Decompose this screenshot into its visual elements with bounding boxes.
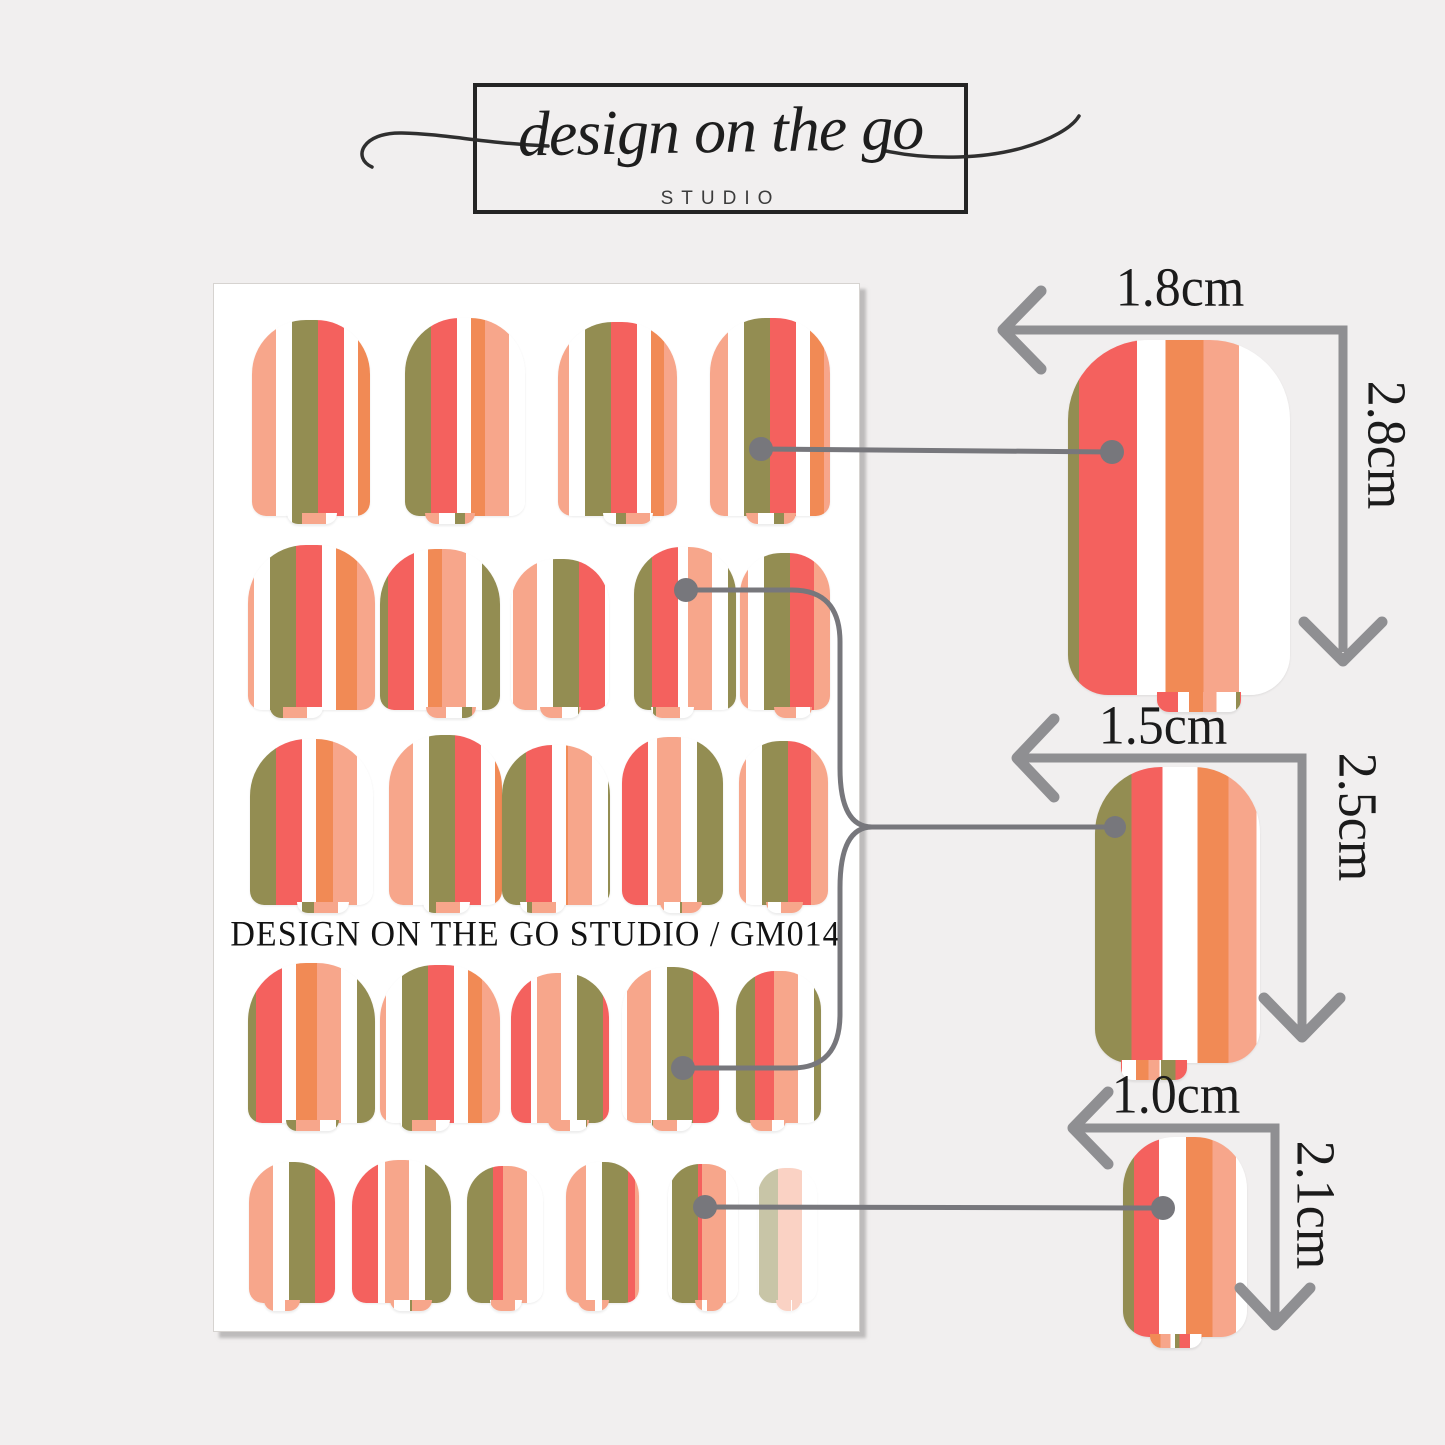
- nail-wrap-body: [389, 735, 502, 905]
- nail-wrap-tab: [540, 707, 581, 718]
- sheet-nail-wrap: [511, 973, 609, 1131]
- nail-wrap-body: [558, 322, 677, 516]
- nail-wrap-body: [511, 973, 609, 1123]
- nail-wrap-tab: [270, 707, 323, 718]
- sheet-nail-wrap: [710, 318, 830, 524]
- nail-wrap-body: [502, 745, 610, 905]
- logo-studio-row: STUDIO: [473, 188, 968, 210]
- sheet-nail-wrap: [405, 318, 525, 524]
- logo-script-text: design on the go: [517, 91, 924, 170]
- nail-wrap-body: [352, 1160, 451, 1303]
- sheet-nail-wrap: [380, 965, 500, 1131]
- nail-wrap-tab: [750, 1120, 786, 1131]
- sheet-nail-wrap: [511, 559, 609, 718]
- nail-wrap-body: [380, 965, 500, 1123]
- sheet-nail-wrap: [566, 1162, 639, 1311]
- nail-wrap-body: [248, 963, 375, 1123]
- nail-wrap-body: [252, 320, 370, 516]
- nail-wrap-tab: [264, 1300, 300, 1311]
- sheet-nail-wrap: [248, 545, 375, 718]
- nail-wrap-tab: [1157, 692, 1241, 712]
- sheet-nail-wrap: [467, 1166, 543, 1311]
- logo-studio-label: STUDIO: [640, 188, 801, 210]
- nail-wrap-tab: [746, 513, 796, 524]
- sheet-nail-wrap: [250, 739, 373, 913]
- nail-wrap-tab: [695, 1300, 724, 1311]
- sheet-nail-wrap: [380, 549, 500, 718]
- sheet-nail-wrap: [252, 320, 370, 524]
- nail-wrap-tab: [425, 513, 475, 524]
- nail-wrap-tab: [1121, 1060, 1187, 1080]
- nail-wrap-body: [1068, 340, 1290, 695]
- size-sample-nail: [1068, 340, 1290, 712]
- nail-wrap-body: [250, 739, 373, 905]
- nail-wrap-body: [405, 318, 525, 516]
- nail-wrap-body: [710, 318, 830, 516]
- nail-wrap-tab: [490, 1300, 522, 1311]
- nail-wrap-tab: [651, 707, 694, 718]
- nail-wrap-tab: [297, 902, 349, 913]
- nail-wrap-body: [380, 549, 500, 710]
- nail-wrap-tab: [578, 1300, 609, 1311]
- size-sample-nail: [1095, 767, 1260, 1080]
- nail-wrap-tab: [286, 1120, 339, 1131]
- sheet-nail-wrap: [558, 322, 677, 524]
- nail-wrap-tab: [400, 1120, 450, 1131]
- nail-wrap-tab: [651, 1120, 692, 1131]
- nail-wrap-body: [566, 1162, 639, 1303]
- nail-wrap-body: [511, 559, 609, 710]
- nail-wrap-tab: [603, 513, 653, 524]
- sheet-nail-wrap: [352, 1160, 451, 1311]
- nail-wrap-body: [1095, 767, 1260, 1063]
- nail-wrap-body: [249, 1162, 335, 1303]
- nail-wrap-tab: [660, 902, 702, 913]
- sheet-nail-wrap: [668, 1164, 738, 1311]
- nail-wrap-body: [1123, 1137, 1247, 1337]
- nail-wrap-tab: [1150, 1334, 1202, 1348]
- nail-wrap-body: [668, 1164, 738, 1303]
- nail-wrap-tab: [520, 902, 565, 913]
- sheet-nail-wrap: [502, 745, 610, 913]
- nail-wrap-tab: [776, 1300, 801, 1311]
- sheet-nail-wrap: [758, 1168, 817, 1311]
- sheet-nail-wrap: [249, 1162, 335, 1311]
- nail-wrap-tab: [426, 707, 476, 718]
- nail-wrap-tab: [548, 1120, 589, 1131]
- nail-wrap-tab: [423, 902, 470, 913]
- sheet-nail-wrap: [389, 735, 502, 913]
- nail-wrap-body: [248, 545, 375, 710]
- nail-wrap-body: [758, 1168, 817, 1303]
- nail-wrap-body: [467, 1166, 543, 1303]
- nail-wrap-tab: [287, 513, 337, 524]
- nail-wrap-tab: [390, 1300, 432, 1311]
- size-sample-nail: [1123, 1137, 1247, 1348]
- sheet-nail-wrap: [248, 963, 375, 1131]
